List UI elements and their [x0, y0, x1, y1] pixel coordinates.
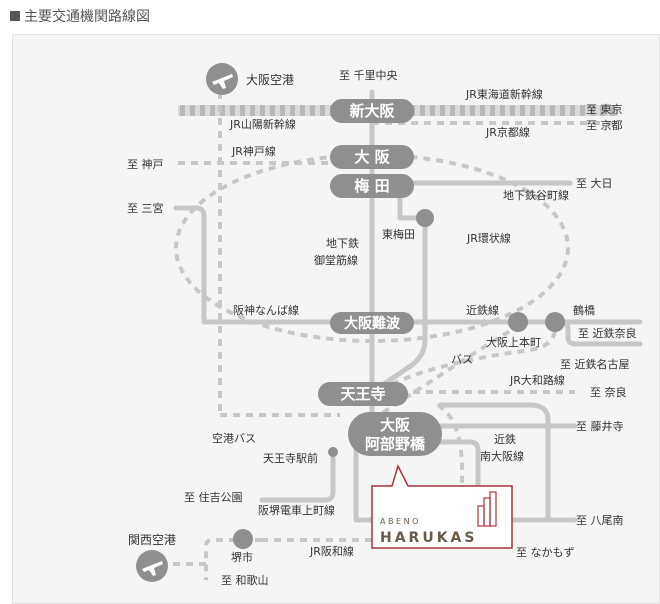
station-tennoji: 天王寺: [318, 382, 408, 406]
higashi-umeda-label: 東梅田: [382, 227, 415, 241]
tennoji-ekimae-station: [328, 447, 338, 457]
dest-kyoto: 至 京都: [586, 118, 623, 132]
tsuruhashi-label: 鶴橋: [573, 303, 595, 317]
abeno-label-bottom: 阿部野橋: [365, 435, 426, 453]
midosuji-label-2: 御堂筋線: [314, 253, 358, 267]
tennoji-label: 天王寺: [340, 385, 385, 403]
midosuji-label-1: 地下鉄: [326, 236, 359, 250]
logo-abeno-text: A B E N O: [380, 517, 418, 526]
kintetsu-minami-label-2: 南大阪線: [480, 449, 524, 463]
namba-label: 大阪難波: [344, 315, 401, 332]
itami-airport-label: 大阪空港: [246, 73, 294, 87]
sakai-station: [233, 529, 253, 549]
airport-bus-label: 空港バス: [212, 431, 256, 445]
airplane-glyph: [212, 74, 233, 89]
jr-hanwa-branch: [436, 403, 464, 486]
station-osaka: 大 阪: [330, 145, 414, 169]
logo-harukas-text: HARUKAS: [380, 530, 477, 546]
map-heading: 主要交通機関路線図: [10, 6, 150, 26]
higashi-umeda-station: [416, 209, 434, 227]
osaka-uehommachi-station: [508, 312, 528, 332]
tennoji-ekimae-label: 天王寺駅前: [263, 451, 318, 465]
kansai-airport: 関西空港: [128, 533, 176, 582]
dest-fujiidera: 至 藤井寺: [576, 419, 624, 433]
airplane-glyph-kansai: [142, 561, 163, 576]
jr-kobe-label: JR神戸線: [231, 144, 276, 158]
abeno-label-top: 大阪: [380, 416, 411, 434]
bus-label: バス: [451, 353, 473, 366]
tanimachi-label: 地下鉄谷町線: [503, 188, 569, 202]
heading-square-icon: [10, 11, 20, 21]
hankai-tram-line: [259, 449, 336, 503]
dest-senri-chuo: 至 千里中央: [339, 69, 398, 82]
dest-sannomiya: 至 三宮: [127, 201, 164, 215]
dest-dainichi: 至 大日: [576, 176, 613, 190]
dest-nara: 至 奈良: [590, 385, 627, 399]
kintetsu-minami-label-1: 近鉄: [494, 432, 516, 446]
abeno-link-line: [353, 437, 375, 523]
jr-sanyo-label: JR山陽新幹線: [229, 117, 296, 131]
dest-yao-minami: 至 八尾南: [576, 514, 624, 527]
yao-minami-line: [417, 439, 578, 523]
harukas-building-icon: [477, 491, 497, 527]
dest-kintetsu-nagoya: 至 近鉄名古屋: [560, 357, 630, 371]
jr-loop-label: JR環状線: [466, 231, 511, 245]
jr-hanwa-wakayama: [204, 538, 262, 580]
jr-hanwa-label: JR阪和線: [309, 544, 354, 558]
station-shin-osaka: 新大阪: [330, 99, 414, 123]
jr-tokaido-label: JR東海道新幹線: [465, 87, 543, 101]
dest-tokyo: 至 東京: [586, 102, 623, 116]
umeda-label: 梅 田: [354, 177, 389, 195]
map-title: 主要交通機関路線図: [24, 9, 150, 25]
kintetsu-label: 近鉄線: [466, 303, 499, 317]
dest-nakamozu: 至 なかもず: [516, 546, 575, 559]
dest-kintetsu-nara: 至 近鉄奈良: [578, 326, 637, 340]
dest-sumiyoshi-koen: 至 住吉公園: [184, 490, 243, 504]
jr-yamatoji-label: JR大和路線: [509, 373, 565, 387]
osaka-uehommachi-label: 大阪上本町: [486, 335, 541, 349]
station-umeda: 梅 田: [330, 174, 414, 198]
station-abeno: 大阪 阿部野橋: [348, 412, 442, 456]
kintetsu-minami-line: [437, 402, 551, 523]
hankai-label: 阪堺電車上町線: [258, 503, 335, 517]
itami-airport: 大阪空港: [206, 63, 294, 95]
hanshin-kintetsu-line: [173, 205, 643, 325]
abeno-harukas-logo: A B E N O HARUKAS: [371, 463, 513, 549]
shin-osaka-label: 新大阪: [349, 102, 395, 120]
tsuruhashi-station: [545, 312, 565, 332]
hanshin-namba-label: 阪神なんば線: [233, 303, 299, 317]
bus-route: [391, 327, 557, 386]
kansai-airport-label: 関西空港: [128, 533, 176, 547]
station-namba: 大阪難波: [330, 312, 414, 334]
osaka-label: 大 阪: [354, 148, 390, 166]
dest-kobe: 至 神戸: [127, 157, 164, 171]
sakai-label: 堺市: [231, 550, 253, 564]
jr-kyoto-label: JR京都線: [485, 125, 530, 139]
dest-wakayama: 至 和歌山: [221, 573, 269, 587]
